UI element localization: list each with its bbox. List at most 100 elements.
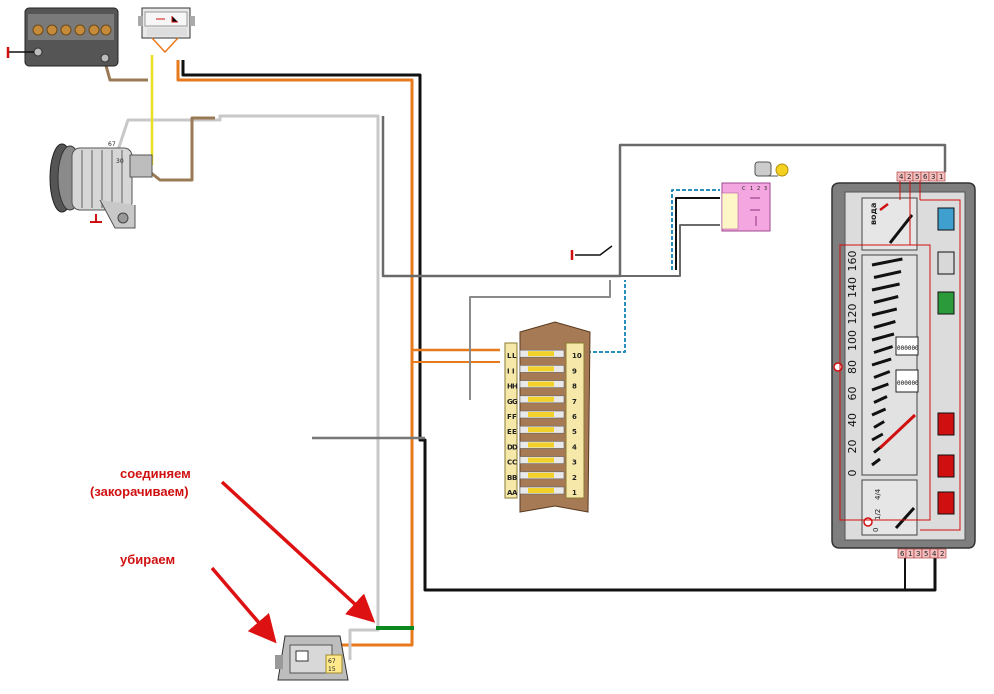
fuse-left-label-2: A: [512, 489, 518, 497]
connector-pin: [937, 548, 947, 559]
connector-pin-label: 3: [931, 173, 935, 181]
speed-tick: [873, 370, 891, 379]
fuel-half-label: 1/2: [874, 509, 882, 520]
fuse-right-number: 5: [572, 428, 577, 436]
lamp-green: [937, 291, 955, 315]
speed-label: 160: [846, 251, 859, 272]
wire-gray-mid-2: [620, 224, 720, 277]
connector-pin-label: 4: [932, 550, 937, 558]
connector-pin-label: 6: [900, 550, 905, 558]
fuse-element: [528, 472, 554, 478]
speed-tick: [873, 345, 894, 354]
speed-tick: [871, 257, 903, 267]
wire-gray-fuse: [469, 280, 611, 400]
fuse-element: [528, 366, 554, 372]
trip-counter: 000000: [897, 345, 919, 352]
lamp-white: [937, 251, 955, 275]
relay: [138, 7, 195, 54]
fuse-left-label-2: F: [512, 413, 517, 421]
connector-pin: [936, 171, 946, 182]
connector-pin-label: 4: [899, 173, 904, 181]
fuse-left-label: E: [507, 428, 512, 436]
lamp-red-2: [937, 454, 955, 478]
wire-gray-mid: [381, 116, 947, 278]
regulator-terminal-67: 67: [328, 658, 336, 665]
lamp-blue: [937, 207, 955, 231]
fuse-element: [528, 457, 554, 463]
fuse-left-label: C: [507, 459, 512, 467]
speed-label: 140: [846, 277, 859, 298]
lamp-red-1: [937, 412, 955, 436]
speed-tick: [873, 320, 896, 329]
fuse-left-label: G: [507, 398, 513, 406]
annotations: соединяем (закорачиваем) убираем: [90, 466, 376, 644]
connector-pin-label: 1: [908, 550, 912, 558]
generator-terminal-67: 67: [108, 141, 116, 148]
wire-blue-fuse: [575, 280, 626, 353]
battery: [6, 7, 119, 67]
fuse-left-label-2: I: [512, 367, 515, 375]
speed-tick: [871, 307, 898, 317]
fuse-left-label: L: [507, 352, 512, 360]
connector-pin-label: 3: [916, 550, 920, 558]
fuse-element: [528, 412, 554, 417]
fuse-left-label-2: G: [512, 398, 518, 406]
remove-label: убираем: [120, 552, 175, 567]
connector-pin-label: 2: [940, 550, 944, 558]
fuse-right-number: 2: [572, 474, 577, 482]
connect-label: соединяем: [120, 466, 191, 481]
regulator-terminal-15: 15: [328, 666, 336, 673]
fuse-left-label: I: [507, 367, 510, 375]
speed-ticks: [871, 257, 903, 467]
fuse-element: [528, 381, 554, 387]
voltage-regulator: 67 15: [275, 635, 349, 681]
fuse-element: [528, 488, 554, 493]
fuse-right-number: 10: [572, 352, 582, 360]
speed-tick: [873, 395, 888, 404]
wire-black-switch: [675, 197, 720, 270]
wire-gray-67: [116, 114, 380, 660]
wire-blue-switch: [671, 189, 720, 270]
water-gauge-label: вода: [869, 203, 878, 225]
fuse-left-label-2: B: [512, 474, 517, 482]
speed-tick: [873, 270, 902, 279]
svg-text:2: 2: [757, 186, 760, 192]
speed-label: 60: [846, 387, 859, 401]
speed-tick: [871, 457, 881, 467]
arrow-remove: [210, 566, 277, 644]
odometer: 000000: [897, 380, 919, 387]
fuse-left-label-2: D: [512, 443, 518, 451]
speed-label: 100: [846, 330, 859, 351]
fuse-element: [528, 427, 554, 433]
fuse-right-number: 3: [572, 459, 577, 467]
svg-text:C: C: [742, 186, 746, 192]
fuse-right-number: 9: [572, 367, 577, 375]
connector-pin-label: 6: [923, 173, 928, 181]
fuse-left-label: A: [507, 489, 513, 497]
speed-tick: [871, 332, 895, 342]
wire-black-main: [181, 60, 937, 592]
fuse-right-number: 1: [572, 489, 577, 497]
svg-text:1: 1: [750, 186, 753, 192]
speed-tick: [873, 295, 899, 304]
fuse-left-label: F: [507, 413, 512, 421]
speed-label: 0: [846, 470, 859, 477]
fuse-left-label-2: L: [512, 352, 517, 360]
fuse-left-label-2: E: [512, 428, 517, 436]
speed-label: 20: [846, 440, 859, 454]
speed-tick: [871, 282, 900, 292]
fuse-left-label: H: [507, 383, 513, 391]
connector-pin-label: 5: [924, 550, 928, 558]
wire-brown-30: [149, 116, 215, 182]
speed-tick: [873, 420, 885, 429]
connector-pin-label: 2: [907, 173, 911, 181]
arrow-connect: [220, 480, 376, 623]
